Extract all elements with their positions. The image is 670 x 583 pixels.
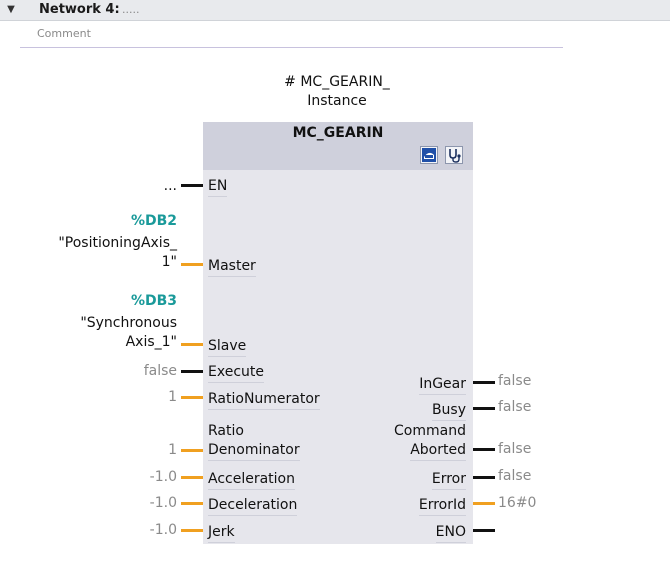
- in-gear-value[interactable]: false: [498, 373, 532, 389]
- acceleration-value[interactable]: -1.0: [149, 469, 177, 485]
- en-input-value[interactable]: ...: [163, 178, 177, 194]
- pin-execute: Execute: [208, 363, 264, 383]
- en-wire: [181, 184, 203, 187]
- network-title-suffix[interactable]: .....: [122, 3, 140, 16]
- diagnostics-stethoscope-icon[interactable]: [445, 146, 463, 164]
- network-title: Network 4:: [39, 2, 120, 17]
- ratio-denominator-value[interactable]: 1: [168, 442, 177, 458]
- pin-master: Master: [208, 257, 256, 277]
- pin-slave: Slave: [208, 337, 247, 357]
- error-value[interactable]: false: [498, 468, 532, 484]
- pin-error: Error: [431, 470, 466, 490]
- acceleration-wire: [181, 476, 203, 479]
- jerk-value[interactable]: -1.0: [149, 522, 177, 538]
- comment-placeholder: Comment: [37, 27, 91, 40]
- ratio-numerator-value[interactable]: 1: [168, 389, 177, 405]
- network-header[interactable]: ▼ Network 4: .....: [0, 0, 670, 21]
- in-gear-wire: [473, 381, 495, 384]
- slave-tag-line2[interactable]: Axis_1": [125, 334, 177, 350]
- slave-tag-line1[interactable]: "Synchronous: [80, 315, 177, 331]
- deceleration-wire: [181, 502, 203, 505]
- busy-value[interactable]: false: [498, 399, 532, 415]
- master-tag-line2[interactable]: 1": [161, 254, 177, 270]
- slave-wire: [181, 343, 203, 346]
- pin-ratio-denominator-line1: Ratio: [208, 423, 244, 439]
- ratio-denominator-wire: [181, 449, 203, 452]
- command-aborted-wire: [473, 448, 495, 451]
- busy-wire: [473, 407, 495, 410]
- master-tag-line1[interactable]: "PositioningAxis_: [58, 235, 177, 251]
- pin-busy: Busy: [431, 401, 466, 421]
- ratio-numerator-wire: [181, 396, 203, 399]
- error-id-value[interactable]: 16#0: [498, 495, 537, 511]
- master-wire: [181, 263, 203, 266]
- pin-jerk: Jerk: [208, 523, 235, 543]
- block-title: MC_GEARIN: [292, 125, 384, 141]
- instance-name-line1: # MC_GEARIN_: [284, 74, 390, 90]
- function-block-body[interactable]: [203, 122, 473, 544]
- pin-deceleration: Deceleration: [208, 496, 298, 516]
- slave-db-number[interactable]: %DB3: [130, 293, 177, 309]
- execute-value[interactable]: false: [143, 363, 177, 379]
- instance-name-line2: Instance: [307, 93, 367, 109]
- pin-eno: ENO: [435, 523, 466, 543]
- error-id-wire: [473, 502, 495, 505]
- master-db-number[interactable]: %DB2: [130, 213, 177, 229]
- collapse-triangle-icon[interactable]: ▼: [7, 4, 15, 15]
- deceleration-value[interactable]: -1.0: [149, 495, 177, 511]
- pin-en: EN: [208, 177, 228, 197]
- pin-command-aborted-line2: Aborted: [410, 441, 466, 461]
- execute-wire: [181, 370, 203, 373]
- pin-ratio-denominator-line2: Denominator: [208, 441, 300, 461]
- pin-in-gear: InGear: [419, 375, 466, 395]
- pin-error-id: ErrorId: [418, 496, 466, 516]
- network-comment-field[interactable]: Comment: [20, 24, 563, 48]
- pin-ratio-numerator: RatioNumerator: [208, 390, 320, 410]
- pin-acceleration: Acceleration: [208, 470, 295, 490]
- pin-command-aborted-line1: Command: [394, 423, 466, 439]
- block-icon[interactable]: [420, 146, 438, 164]
- eno-wire: [473, 529, 495, 532]
- error-wire: [473, 476, 495, 479]
- jerk-wire: [181, 529, 203, 532]
- command-aborted-value[interactable]: false: [498, 441, 532, 457]
- instance-db-name[interactable]: # MC_GEARIN_ Instance: [252, 73, 422, 111]
